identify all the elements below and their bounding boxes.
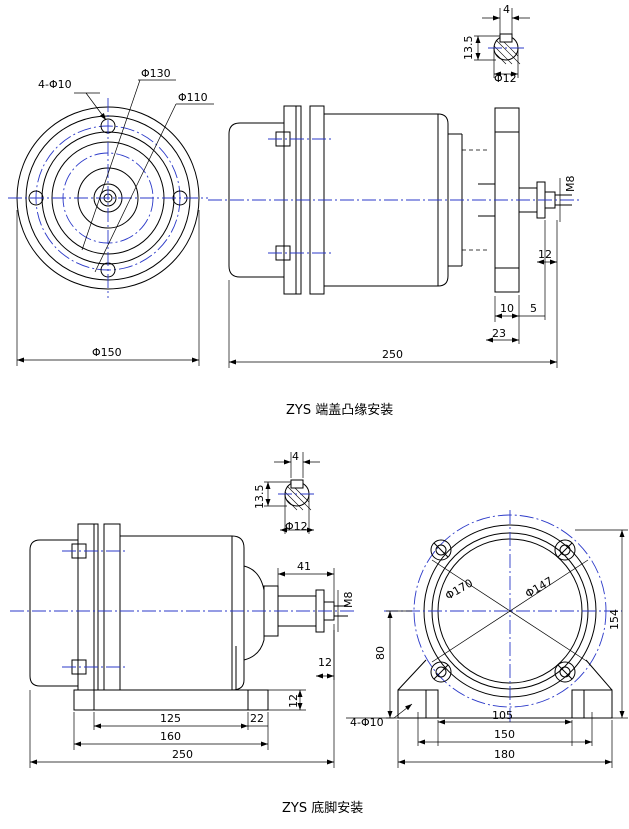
bottom-end-view: Φ170 Φ147 154 80 4-Φ10 105 150: [346, 510, 628, 768]
top-thread-m8: M8: [564, 176, 577, 193]
bottom-caption: ZYS 底脚安装: [282, 800, 363, 816]
top-front-view: 4-Φ10 Φ130 Φ110 Φ150: [8, 67, 214, 366]
bottom-dim-105: 105: [492, 709, 513, 722]
top-dia-130: Φ130: [141, 67, 171, 80]
top-side-view: 250 23 10 5 12 M8: [208, 105, 582, 368]
top-offset-5: 5: [530, 302, 537, 315]
top-shaft-dia: Φ12: [494, 72, 517, 85]
bottom-shaft-41: 41: [297, 560, 311, 573]
bottom-key-width: 4: [292, 450, 299, 463]
top-spigot-23: 23: [492, 327, 506, 340]
bottom-height-154: 154: [608, 609, 621, 630]
top-drawing: 4 13.5 Φ12: [8, 3, 582, 418]
top-flange-10: 10: [500, 302, 514, 315]
bottom-side-view: 41 M8 12 12 125 22 160 250: [10, 523, 356, 768]
bottom-ext-12: 12: [318, 656, 332, 669]
top-shaft-section: 4 13.5 Φ12: [462, 3, 530, 85]
bottom-dim-160: 160: [160, 730, 181, 743]
bottom-shaft-dia: Φ12: [285, 520, 308, 533]
bottom-dim-180: 180: [494, 748, 515, 761]
bottom-center-80: 80: [374, 646, 387, 660]
top-length-250: 250: [382, 348, 403, 361]
bottom-dia-170: Φ170: [443, 577, 475, 603]
bottom-dim-125: 125: [160, 712, 181, 725]
bottom-foot-12: 12: [287, 694, 300, 708]
top-holes-label: 4-Φ10: [38, 78, 72, 91]
top-dia-110: Φ110: [178, 91, 208, 104]
top-key-width: 4: [503, 3, 510, 16]
bottom-dim-22: 22: [250, 712, 264, 725]
bottom-shaft-section: 4 13.5 Φ12: [253, 450, 320, 534]
bottom-holes-label: 4-Φ10: [350, 716, 384, 729]
bottom-drawing: 4 13.5 Φ12: [10, 450, 628, 816]
bottom-dia-147: Φ147: [523, 575, 555, 601]
bottom-dim-150: 150: [494, 728, 515, 741]
top-caption: ZYS 端盖凸缘安装: [286, 403, 393, 418]
bottom-thread-m8: M8: [342, 592, 355, 609]
bottom-length-250: 250: [172, 748, 193, 761]
bottom-shaft-height: 13.5: [253, 485, 266, 510]
top-dia-150: Φ150: [92, 346, 122, 359]
top-shaft-12: 12: [538, 248, 552, 261]
top-shaft-height: 13.5: [462, 36, 475, 61]
